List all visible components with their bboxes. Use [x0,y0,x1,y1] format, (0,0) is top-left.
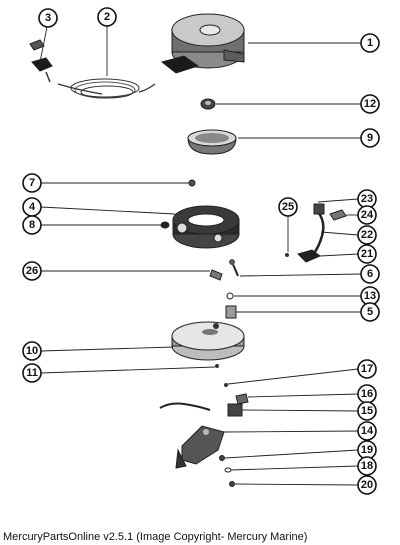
callout-22: 22 [357,225,377,245]
callout-15: 15 [357,401,377,421]
svg-text:10: 10 [26,345,38,357]
callout-11: 11 [22,363,42,383]
callout-3: 3 [38,8,58,28]
callout-16: 16 [357,384,377,404]
part-bracket-assembly [175,425,225,469]
svg-text:19: 19 [361,444,373,456]
callout-20: 20 [357,475,377,495]
callout-10: 10 [22,341,42,361]
svg-text:12: 12 [364,98,376,110]
callout-18: 18 [357,456,377,476]
part-recoil-starter [160,13,245,74]
leader-lines [39,26,362,486]
exploded-parts-diagram: 1 2 3 12 9 7 4 8 25 23 24 22 21 26 6 13 … [22,7,380,495]
svg-text:16: 16 [361,388,373,400]
callout-26: 26 [22,261,42,281]
part-7 [188,179,196,187]
svg-text:20: 20 [361,479,373,491]
callout-25: 25 [278,197,298,217]
part-starter-cup [187,129,237,155]
svg-text:21: 21 [361,248,373,260]
svg-text:14: 14 [361,425,374,437]
part-pins [215,364,228,387]
svg-text:3: 3 [45,12,51,24]
part-screws [209,259,239,281]
part-stator [160,205,240,249]
callout-2: 2 [97,7,117,27]
part-starter-rope [57,78,156,99]
svg-text:24: 24 [361,209,374,221]
svg-text:26: 26 [26,265,38,277]
svg-text:13: 13 [364,290,376,302]
callout-24: 24 [357,205,377,225]
callout-1: 1 [360,33,380,53]
svg-text:23: 23 [361,193,373,205]
callout-8: 8 [22,215,42,235]
svg-text:2: 2 [104,11,110,23]
svg-text:5: 5 [367,306,373,318]
part-small-hardware [219,455,235,487]
svg-text:22: 22 [361,229,373,241]
part-rope-handle [29,39,53,83]
svg-text:17: 17 [361,363,373,375]
svg-text:4: 4 [29,201,36,213]
callout-5: 5 [360,302,380,322]
part-lead-assembly [285,203,347,263]
svg-text:8: 8 [29,219,35,231]
svg-text:9: 9 [367,132,373,144]
callout-14: 14 [357,421,377,441]
part-switch [159,393,249,417]
svg-text:18: 18 [361,460,373,472]
part-bracket [225,292,237,319]
svg-text:7: 7 [29,177,35,189]
callout-6: 6 [360,264,380,284]
svg-text:1: 1 [367,37,373,49]
svg-text:6: 6 [367,268,373,280]
callout-7: 7 [22,173,42,193]
part-12 [200,98,216,110]
callout-21: 21 [357,244,377,264]
svg-text:15: 15 [361,405,373,417]
svg-text:25: 25 [282,201,294,213]
callout-12: 12 [360,94,380,114]
callout-17: 17 [357,359,377,379]
callout-4: 4 [22,197,42,217]
svg-text:11: 11 [26,367,38,379]
callout-13: 13 [360,286,380,306]
part-trigger-plate [171,321,245,361]
copyright-caption: MercuryPartsOnline v2.5.1 (Image Copyrig… [3,531,308,543]
callout-9: 9 [360,128,380,148]
